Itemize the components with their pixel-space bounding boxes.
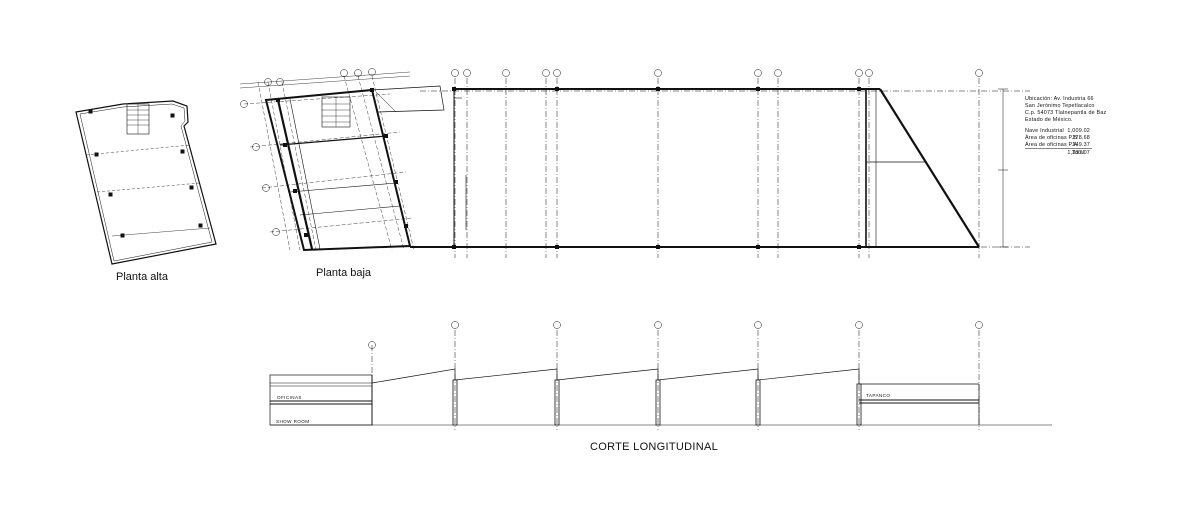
area-value-1: 1,009.02	[1067, 128, 1090, 134]
section-title: CORTE LONGITUDINAL	[590, 441, 718, 453]
address-line-2: San Jerónimo Tepetlacalco	[1025, 103, 1095, 109]
planta-alta-label: Planta alta	[116, 271, 169, 283]
address-line-1: Ubicación: Av. Industria 66	[1025, 96, 1094, 102]
section-label-show-room: SHOW ROOM	[276, 419, 309, 424]
total-value: 1,337.07	[1067, 150, 1090, 156]
section-label-tapanco: TAPANCO	[866, 393, 890, 398]
industrial-bay-plan	[410, 69, 1030, 258]
planta-baja-plan	[239, 68, 445, 252]
area-label-1: Nave Industrial	[1025, 128, 1064, 134]
total-label: Total	[1072, 150, 1084, 156]
area-value-3: 149.37	[1072, 142, 1090, 148]
area-label-2: Área de oficinas P.B.	[1025, 134, 1079, 141]
address-line-3: C.p. 54073 Tlalnepantla de Baz	[1025, 110, 1107, 116]
project-info-block: Ubicación: Av. Industria 66 San Jerónimo…	[1025, 96, 1107, 156]
area-value-2: 178.68	[1072, 135, 1090, 141]
longitudinal-section	[269, 321, 1052, 430]
planta-alta-plan	[75, 100, 217, 265]
section-label-oficinas: OFICINAS	[277, 395, 302, 400]
address-line-4: Estado de México.	[1025, 117, 1073, 123]
planta-baja-label: Planta baja	[316, 267, 372, 279]
area-label-3: Área de oficinas P.A.	[1025, 141, 1079, 148]
